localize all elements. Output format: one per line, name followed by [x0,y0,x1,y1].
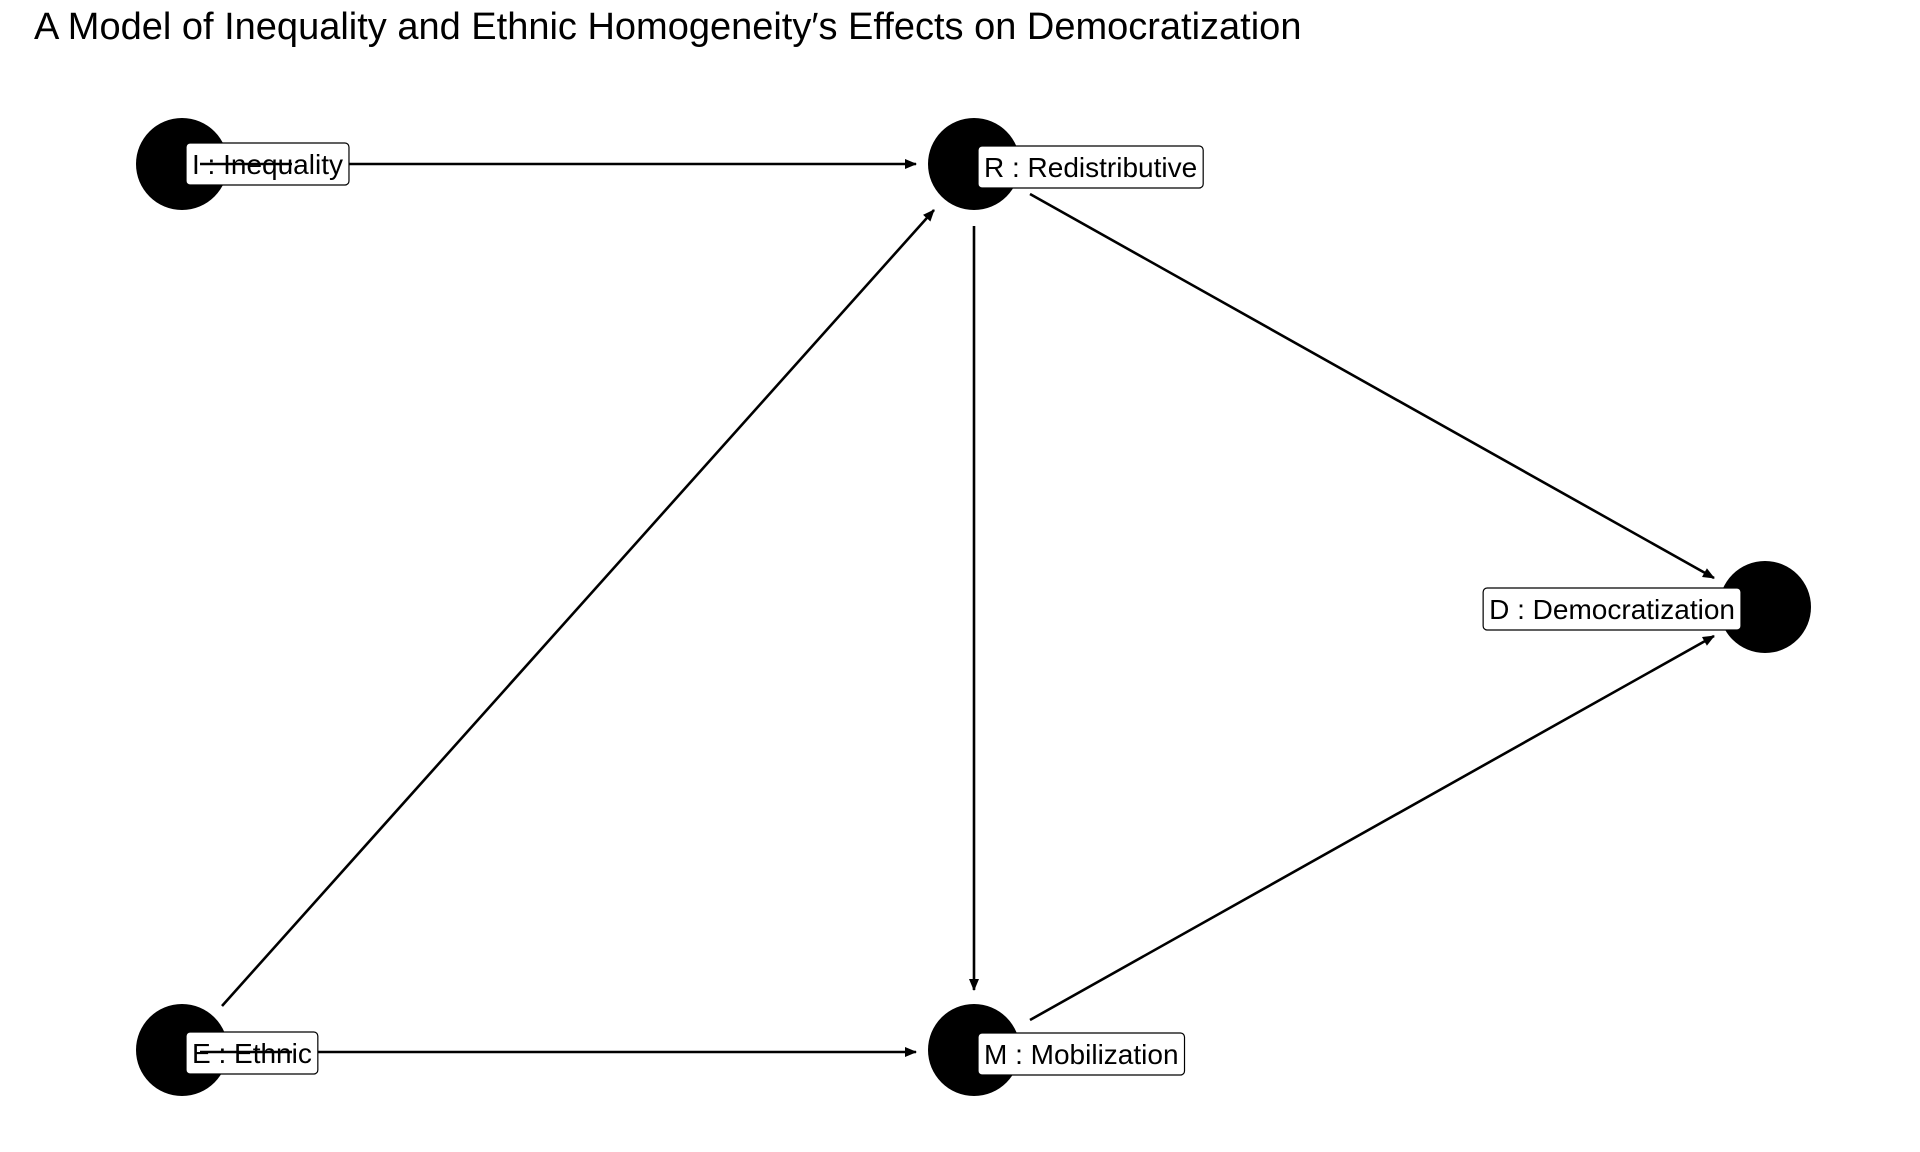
node-circle-d [1719,561,1811,653]
node-circle-i [136,118,228,210]
node-label-d: D : Democratization [1489,594,1735,625]
diagram-title: A Model of Inequality and Ethnic Homogen… [34,6,1302,48]
node-label-box-m [977,1032,1186,1076]
node-r: R : Redistributive [928,118,1204,210]
edge-r-to-d [1029,192,1715,580]
node-label-m: M : Mobilization [984,1039,1179,1070]
node-label-box-r [977,145,1204,189]
node-label-r: R : Redistributive [984,152,1197,183]
node-label-e: E : Ethnic [192,1038,312,1069]
nodes-layer: I : Inequality R : Redistributive D : Demo… [136,118,1811,1096]
node-e: E : Ethnic [136,1004,319,1096]
edges-layer [221,159,1715,1057]
edge-m-to-d [1029,634,1715,1022]
edge-e-to-r [221,209,935,1007]
node-i: I : Inequality [136,118,350,210]
node-d: D : Democratization [1482,561,1811,653]
node-label-box-d [1482,587,1742,631]
node-m: M : Mobilization [928,1004,1186,1096]
